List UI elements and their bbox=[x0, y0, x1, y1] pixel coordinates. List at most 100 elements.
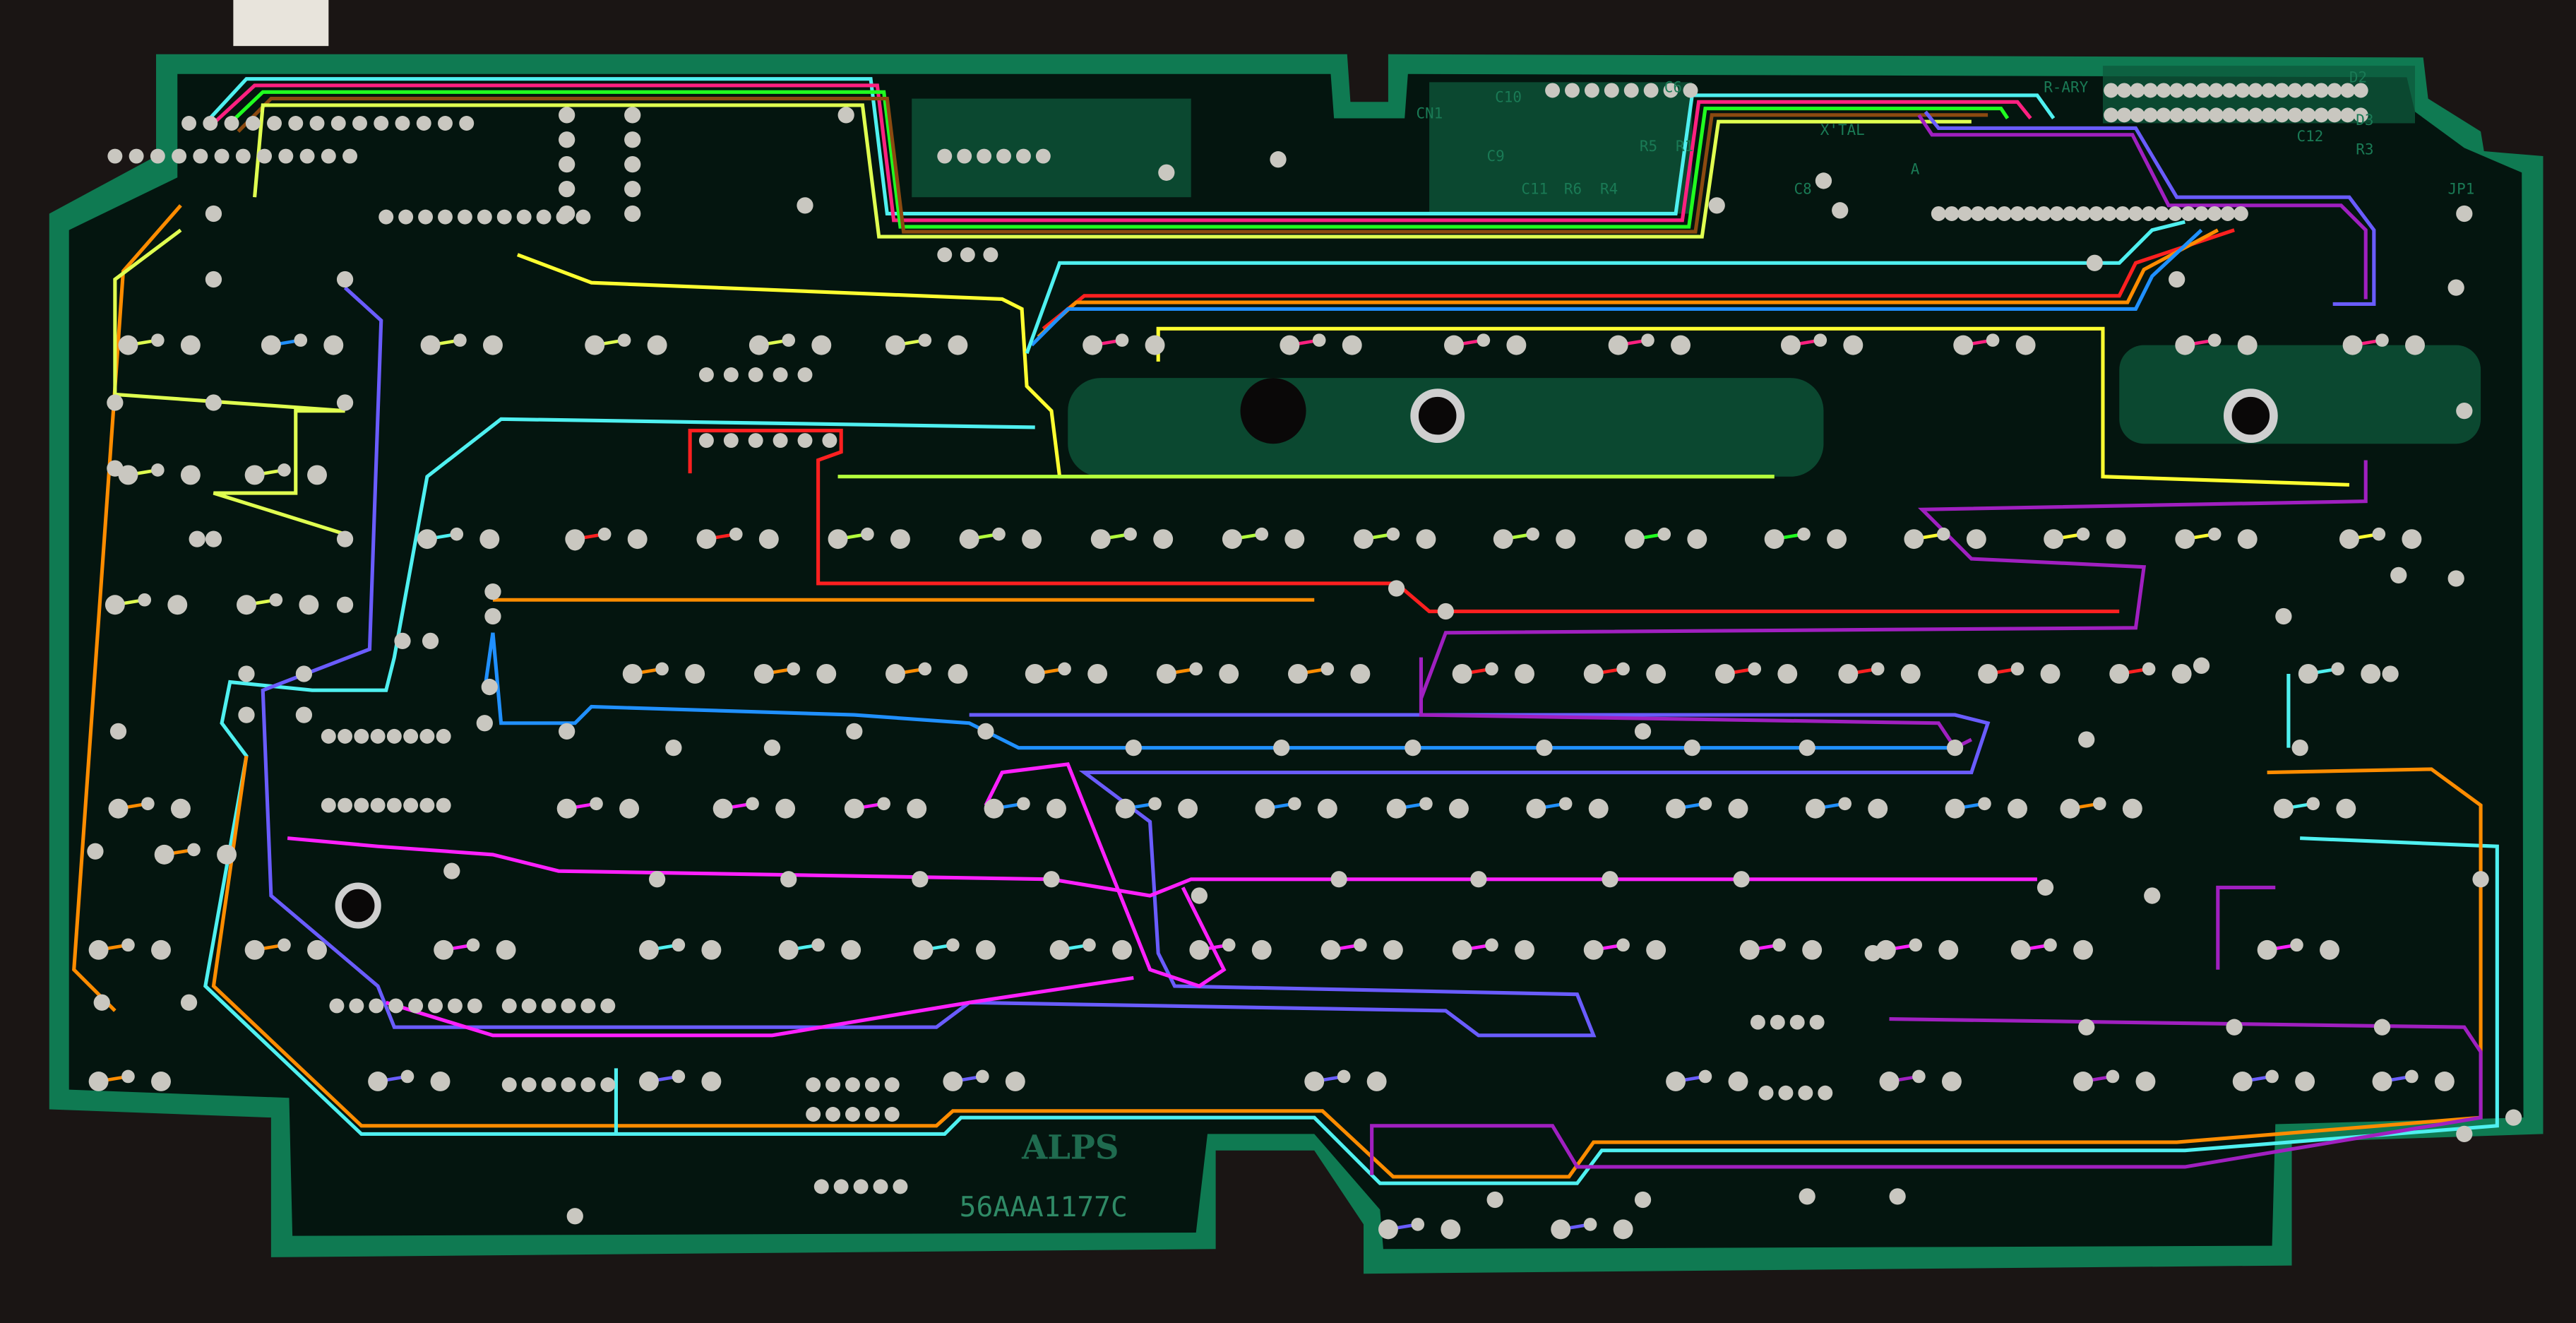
solder-pad bbox=[890, 529, 910, 550]
solder-pad bbox=[288, 116, 304, 131]
solder-pad bbox=[420, 335, 441, 355]
solder-pad bbox=[2237, 529, 2258, 550]
solder-pad bbox=[1613, 1219, 1633, 1240]
solder-pad bbox=[438, 209, 453, 225]
solder-pad bbox=[1083, 938, 1096, 952]
solder-pad bbox=[205, 530, 222, 547]
solder-pad bbox=[2290, 938, 2303, 952]
solder-pad bbox=[1864, 944, 1881, 962]
solder-pad bbox=[1485, 662, 1498, 676]
solder-pad bbox=[1526, 527, 1539, 541]
solder-pad bbox=[992, 527, 1006, 541]
solder-pad bbox=[1304, 1072, 1325, 1091]
solder-pad bbox=[2062, 206, 2077, 221]
solder-pad bbox=[624, 107, 641, 124]
trace-violet-top bbox=[1924, 110, 2376, 307]
solder-pad bbox=[775, 798, 796, 819]
solder-pad bbox=[1551, 1219, 1571, 1240]
solder-pad bbox=[624, 180, 641, 198]
solder-pad bbox=[484, 583, 501, 600]
solder-pad bbox=[828, 529, 848, 550]
solder-pad bbox=[580, 998, 596, 1014]
solder-pad bbox=[2505, 1109, 2522, 1126]
solder-pad bbox=[648, 871, 666, 888]
solder-pad bbox=[1868, 798, 1888, 819]
solder-pad bbox=[1411, 1218, 1425, 1231]
solder-pad bbox=[1419, 797, 1433, 811]
trace-yellow-top bbox=[253, 103, 1972, 239]
solder-pad bbox=[1583, 1218, 1597, 1231]
solder-pad bbox=[386, 728, 402, 744]
solder-pad bbox=[1444, 335, 1464, 355]
solder-pad bbox=[352, 116, 367, 131]
solder-pad bbox=[2340, 83, 2356, 98]
solder-pad bbox=[496, 209, 512, 225]
solder-pad bbox=[780, 871, 797, 888]
solder-pad bbox=[1470, 871, 1487, 888]
solder-pad bbox=[2078, 1019, 2095, 1036]
solder-pad bbox=[2220, 206, 2236, 221]
solder-pad bbox=[479, 529, 500, 550]
solder-pad bbox=[1049, 939, 1070, 960]
solder-pad bbox=[107, 460, 124, 477]
solder-pad bbox=[1797, 527, 1811, 541]
solder-pad bbox=[2456, 1125, 2473, 1143]
solder-pad bbox=[1687, 529, 1707, 550]
solder-pad bbox=[2104, 83, 2119, 98]
solder-pad bbox=[2144, 887, 2161, 904]
trace-multi-bus-cyan bbox=[1025, 220, 2186, 355]
solder-pad bbox=[2372, 527, 2386, 541]
solder-pad bbox=[422, 632, 439, 650]
trace-magenta-low bbox=[984, 762, 1227, 988]
solder-pad bbox=[321, 728, 336, 744]
solder-pad bbox=[1452, 939, 1472, 960]
solder-pad bbox=[1838, 797, 1852, 811]
solder-pad bbox=[438, 116, 453, 131]
solder-pad bbox=[2135, 1072, 2156, 1091]
solder-pad bbox=[521, 1077, 537, 1093]
solder-pad bbox=[1255, 527, 1269, 541]
solder-pad bbox=[2116, 83, 2132, 98]
solder-pad bbox=[672, 1069, 686, 1084]
solder-pad bbox=[443, 862, 460, 879]
solder-pad bbox=[2287, 83, 2303, 98]
solder-pad bbox=[278, 938, 291, 952]
solder-pad bbox=[370, 728, 386, 744]
solder-pad bbox=[118, 465, 138, 485]
solder-pad bbox=[1778, 1085, 1794, 1100]
solder-pad bbox=[1366, 1072, 1387, 1091]
solder-pad bbox=[370, 797, 386, 813]
solder-pad bbox=[151, 939, 171, 960]
solder-pad bbox=[2010, 206, 2025, 221]
solder-pad bbox=[349, 998, 364, 1014]
solder-pad bbox=[2040, 663, 2061, 684]
solder-pad bbox=[484, 607, 501, 625]
solder-pad bbox=[2207, 333, 2222, 347]
solder-pad bbox=[453, 333, 467, 347]
solder-pad bbox=[1871, 662, 1885, 676]
solder-pad bbox=[336, 271, 354, 288]
solder-pad bbox=[1643, 83, 1659, 98]
solder-pad bbox=[2044, 529, 2064, 550]
solder-pad bbox=[2104, 107, 2119, 123]
solder-pad bbox=[1666, 1072, 1686, 1091]
solder-pad bbox=[837, 107, 854, 124]
label-c9: C9 bbox=[1487, 148, 1505, 165]
solder-pad bbox=[2073, 1072, 2093, 1091]
solder-pad bbox=[2342, 335, 2363, 355]
solder-pad bbox=[205, 271, 222, 288]
solder-pad bbox=[2167, 206, 2183, 221]
solder-pad bbox=[977, 723, 994, 740]
solder-pad bbox=[338, 797, 353, 813]
solder-pad bbox=[1876, 939, 1896, 960]
solder-pad bbox=[1189, 939, 1210, 960]
solder-pad bbox=[559, 107, 576, 124]
solder-pad bbox=[245, 116, 261, 131]
solder-pad bbox=[559, 131, 576, 148]
solder-pad bbox=[1798, 1085, 1813, 1100]
board-mask bbox=[68, 73, 2524, 1250]
solder-pad bbox=[1090, 529, 1111, 550]
solder-pad bbox=[698, 367, 714, 382]
solder-pad bbox=[394, 632, 411, 650]
solder-pad bbox=[2353, 83, 2368, 98]
